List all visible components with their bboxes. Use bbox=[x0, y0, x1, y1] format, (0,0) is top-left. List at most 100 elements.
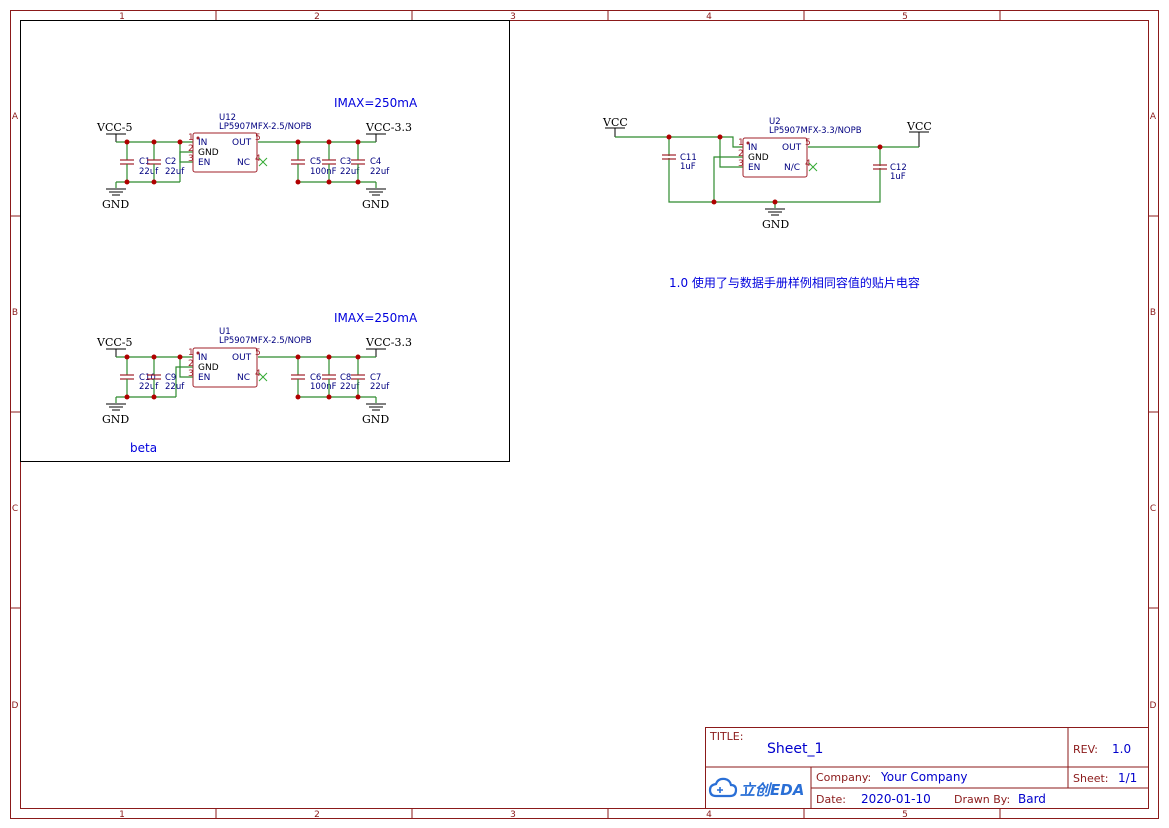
pin-number: 1 bbox=[738, 138, 744, 148]
capacitor-c10: C10 22uf bbox=[120, 357, 159, 397]
col-label: 3 bbox=[510, 12, 516, 22]
capacitor-c5: C5 100nF bbox=[291, 142, 337, 182]
col-label: 1 bbox=[119, 810, 125, 820]
pin-nc: N/C bbox=[784, 163, 800, 173]
cap-value: 22uf bbox=[139, 167, 159, 177]
pin-number: 4 bbox=[255, 154, 261, 164]
sheet-value: 1/1 bbox=[1118, 771, 1137, 785]
vin-label: VCC-5 bbox=[96, 336, 133, 349]
pin-in: IN bbox=[198, 353, 207, 363]
pin-nc: NC bbox=[237, 373, 250, 383]
vout-label: VCC bbox=[906, 120, 932, 133]
gnd-symbol-right: GND bbox=[362, 403, 389, 426]
capacitor-c8: C8 22uf bbox=[322, 357, 360, 397]
cap-value: 22uf bbox=[370, 167, 390, 177]
u-ref: U12 bbox=[219, 113, 236, 123]
u-value: LP5907MFX-3.3/NOPB bbox=[769, 126, 862, 136]
pin-number: 3 bbox=[188, 369, 194, 379]
capacitor-c3: C3 22uf bbox=[322, 142, 360, 182]
pin-number: 5 bbox=[255, 348, 261, 358]
pin-number: 5 bbox=[805, 138, 811, 148]
cloud-icon bbox=[708, 777, 738, 798]
pin-number: 2 bbox=[738, 149, 744, 159]
logo-text: 立创EDA bbox=[740, 781, 804, 799]
junctions bbox=[124, 139, 361, 185]
vin-label: VCC-5 bbox=[96, 121, 133, 134]
pin-number: 2 bbox=[188, 144, 194, 154]
cap-ref: C1 bbox=[139, 157, 150, 167]
company-label: Company: bbox=[816, 771, 871, 784]
cap-ref: C9 bbox=[165, 373, 176, 383]
sheet-frame: 1 2 3 4 5 1 2 3 4 5 A B C D A B C D bbox=[10, 10, 1159, 820]
cap-ref: C4 bbox=[370, 157, 381, 167]
rev-label: REV: bbox=[1073, 743, 1098, 756]
row-label: A bbox=[1150, 112, 1157, 122]
ic-u2: 1 2 3 5 4 IN GND EN OUT N/C bbox=[738, 137, 818, 178]
u-ref: U2 bbox=[769, 117, 781, 127]
pin-number: 1 bbox=[188, 133, 194, 143]
capacitor-c7: C7 22uf bbox=[351, 357, 390, 397]
cap-value: 22uf bbox=[340, 167, 360, 177]
regulator-block-u1: IMAX=250mA U1 LP5907MFX-2.5/NOPB VCC-5 V… bbox=[96, 311, 418, 426]
cap-value: 22uf bbox=[370, 382, 390, 392]
capacitor-c6: C6 100nF bbox=[291, 357, 337, 397]
gnd-label: GND bbox=[102, 198, 129, 211]
pin-en: EN bbox=[748, 163, 760, 173]
col-label: 5 bbox=[902, 12, 908, 22]
pin-gnd: GND bbox=[198, 363, 219, 373]
date-value: 2020-01-10 bbox=[861, 792, 931, 806]
vcc-in-symbol: VCC bbox=[602, 116, 628, 137]
pin-en: EN bbox=[198, 373, 210, 383]
beta-label: beta bbox=[130, 441, 157, 455]
vcc-out-symbol: VCC bbox=[906, 120, 932, 147]
capacitor-c9: C9 22uf bbox=[147, 357, 185, 397]
row-label: B bbox=[12, 308, 18, 318]
capacitor-c4: C4 22uf bbox=[351, 142, 390, 182]
pin-number: 3 bbox=[188, 154, 194, 164]
col-label: 4 bbox=[706, 12, 712, 22]
company-value: Your Company bbox=[880, 770, 968, 784]
pin-en: EN bbox=[198, 158, 210, 168]
cap-ref: C12 bbox=[890, 163, 907, 173]
u-ref: U1 bbox=[219, 327, 231, 337]
gnd-symbol-left: GND bbox=[102, 188, 129, 211]
rev-value: 1.0 bbox=[1112, 742, 1131, 756]
lceda-logo: 立创EDA bbox=[708, 777, 804, 799]
sheet-title: Sheet_1 bbox=[767, 741, 823, 757]
column-labels-bottom: 1 2 3 4 5 bbox=[119, 810, 908, 820]
capacitor-c2: C2 22uf bbox=[147, 142, 185, 182]
pin-number: 1 bbox=[188, 348, 194, 358]
cap-ref: C8 bbox=[340, 373, 351, 383]
title-block: TITLE: Sheet_1 REV: 1.0 立创EDA Company: Y… bbox=[705, 727, 1149, 809]
row-labels-right: A B C D bbox=[1150, 112, 1157, 711]
ic-u12: 1 2 3 5 4 IN GND EN OUT NC bbox=[188, 132, 268, 173]
row-label: A bbox=[12, 112, 19, 122]
column-ticks bbox=[215, 10, 1001, 818]
pin-out: OUT bbox=[232, 138, 252, 148]
gnd-label: GND bbox=[362, 413, 389, 426]
regulator-block-u12: IMAX=250mA U12 LP5907MFX-2.5/NOPB VCC-5 … bbox=[96, 96, 418, 211]
cap-value: 22uf bbox=[340, 382, 360, 392]
vout-label: VCC-3.3 bbox=[365, 336, 412, 349]
gnd-label: GND bbox=[102, 413, 129, 426]
column-labels-top: 1 2 3 4 5 bbox=[119, 12, 908, 22]
pin-gnd: GND bbox=[748, 153, 769, 163]
design-note: 1.0 使用了与数据手册样例相同容值的贴片电容 bbox=[669, 275, 920, 290]
cap-ref: C11 bbox=[680, 153, 697, 163]
vout-label: VCC-3.3 bbox=[365, 121, 412, 134]
col-label: 2 bbox=[314, 810, 320, 820]
col-label: 1 bbox=[119, 12, 125, 22]
row-label: C bbox=[12, 504, 18, 514]
row-label: C bbox=[1150, 504, 1156, 514]
col-label: 5 bbox=[902, 810, 908, 820]
row-label: D bbox=[12, 701, 19, 711]
imax-label: IMAX=250mA bbox=[334, 311, 418, 325]
cap-ref: C2 bbox=[165, 157, 176, 167]
cap-value: 100nF bbox=[310, 167, 337, 177]
gnd-label: GND bbox=[762, 218, 789, 231]
cap-ref: C6 bbox=[310, 373, 321, 383]
vcc-5-symbol: VCC-5 bbox=[96, 121, 133, 142]
pin-number: 4 bbox=[255, 369, 261, 379]
row-label: B bbox=[1150, 308, 1156, 318]
beta-region-box bbox=[20, 20, 510, 462]
